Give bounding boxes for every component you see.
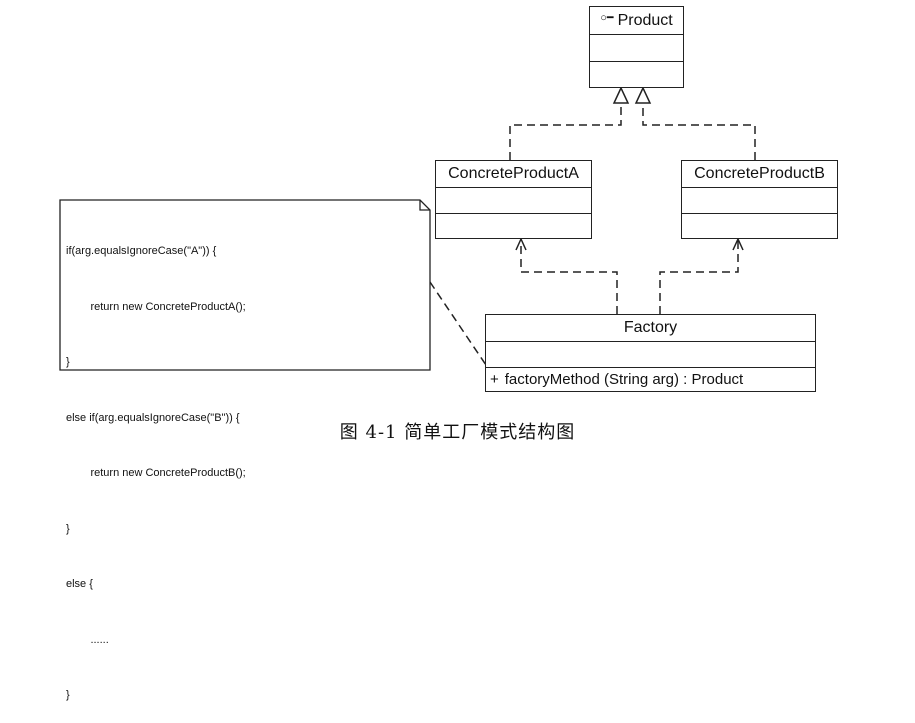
product-methods — [590, 62, 683, 87]
concrete-product-b-name: ConcreteProductB — [694, 165, 825, 182]
note-anchor-line — [429, 281, 489, 369]
concrete-product-b-class: ConcreteProductB — [681, 160, 838, 239]
realization-arrowhead-a — [612, 86, 630, 104]
concrete-product-a-class: ConcreteProductA — [435, 160, 592, 239]
product-class-header: ○━ Product — [590, 7, 683, 35]
concrete-product-a-header: ConcreteProductA — [436, 161, 591, 188]
interface-icon: ○━ — [600, 12, 614, 24]
code-line: } — [66, 356, 70, 368]
dependency-arrowhead-b — [732, 237, 744, 251]
factory-method-row: + factoryMethod (String arg) : Product — [486, 368, 815, 390]
code-line: } — [66, 522, 70, 535]
code-line: else { — [66, 578, 93, 590]
concrete-product-b-methods — [682, 214, 837, 237]
realization-line-b — [642, 104, 756, 160]
factory-attributes — [486, 342, 815, 368]
code-line: } — [66, 689, 70, 701]
concrete-product-a-methods — [436, 214, 591, 237]
product-class: ○━ Product — [589, 6, 684, 88]
code-line: return new ConcreteProductB(); — [66, 467, 246, 479]
note-shape — [59, 199, 431, 371]
dependency-arrowhead-a — [515, 237, 527, 251]
realization-line-a — [509, 104, 622, 160]
code-line: else if(arg.equalsIgnoreCase("B")) { — [66, 411, 240, 424]
factory-method-signature: factoryMethod (String arg) : Product — [504, 370, 744, 388]
method-visibility: + — [490, 370, 499, 388]
figure-caption: 图 4-1 简单工厂模式结构图 — [339, 422, 576, 443]
note-fold — [419, 200, 430, 211]
product-attributes — [590, 35, 683, 62]
concrete-product-b-attributes — [682, 188, 837, 214]
code-line: ...... — [66, 633, 109, 646]
connectors — [59, 86, 756, 371]
realization-arrowhead-b — [634, 86, 652, 104]
code-note: if(arg.equalsIgnoreCase("A")) { return n… — [66, 205, 246, 723]
product-class-name: Product — [617, 11, 673, 29]
dependency-line-b — [659, 239, 739, 314]
concrete-product-b-header: ConcreteProductB — [682, 161, 837, 188]
code-line: return new ConcreteProductA(); — [66, 300, 246, 313]
factory-class-name: Factory — [623, 319, 678, 336]
concrete-product-a-attributes — [436, 188, 591, 214]
factory-class-header: Factory — [486, 315, 815, 342]
factory-class: Factory + factoryMethod (String arg) : P… — [485, 314, 816, 392]
dependency-line-a — [520, 239, 618, 314]
code-line: if(arg.equalsIgnoreCase("A")) { — [66, 245, 217, 257]
concrete-product-a-name: ConcreteProductA — [448, 165, 579, 182]
